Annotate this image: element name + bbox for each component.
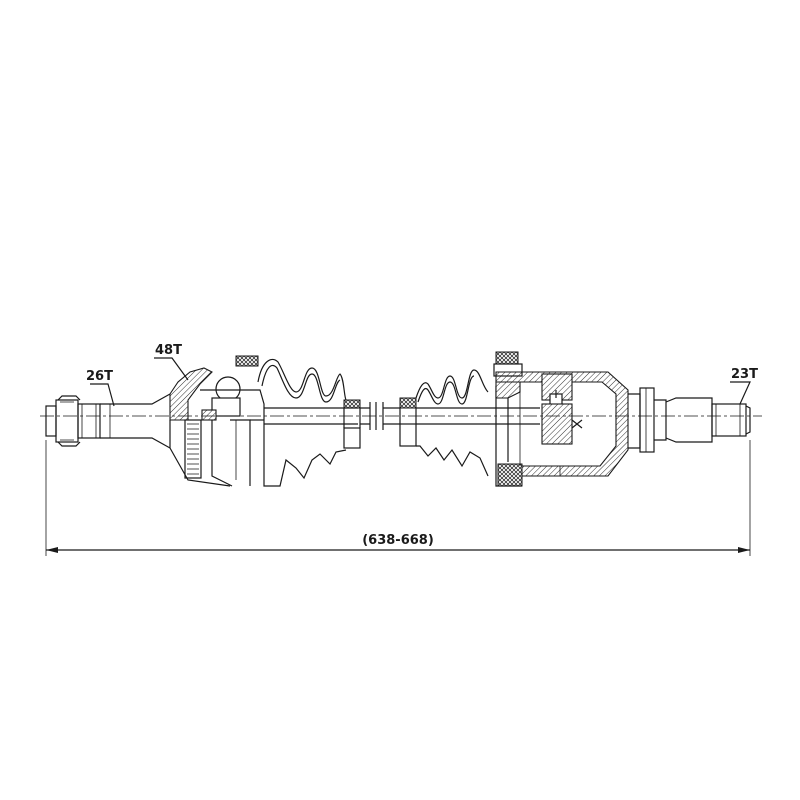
leader-23t xyxy=(730,381,751,405)
overall-length-dimension xyxy=(45,440,751,556)
outer-boot xyxy=(250,358,361,487)
label-26t: 26T xyxy=(86,369,113,384)
inner-boot xyxy=(399,369,500,477)
inner-stub-shaft xyxy=(628,387,751,453)
dimension-label: (638-668) xyxy=(362,533,434,548)
leader-26t xyxy=(90,383,115,407)
label-48t: 48T xyxy=(155,343,182,358)
outer-cv-joint xyxy=(169,355,265,487)
leader-48t xyxy=(154,357,189,381)
label-23t: 23T xyxy=(731,367,758,382)
outer-stub-shaft xyxy=(45,393,171,449)
intermediate-shaft xyxy=(264,402,400,430)
inner-tripod-joint xyxy=(493,351,629,487)
